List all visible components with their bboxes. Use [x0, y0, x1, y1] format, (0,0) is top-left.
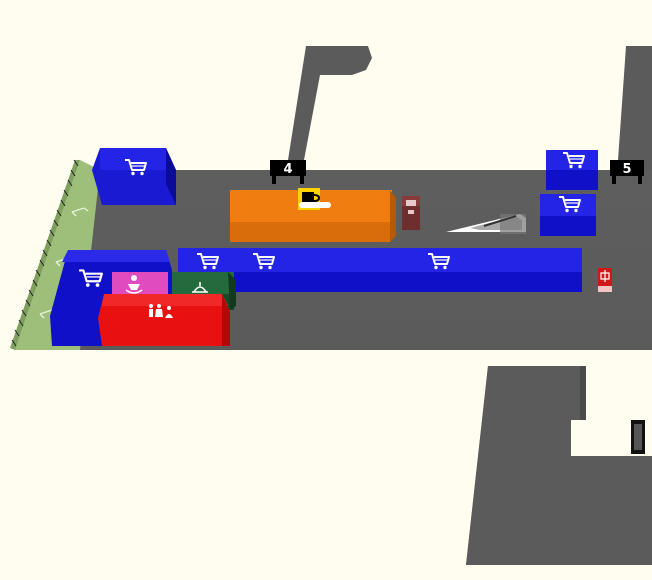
info-kiosk[interactable] — [402, 196, 420, 230]
toilets-icon — [149, 304, 173, 318]
gift-kiosk[interactable] — [598, 268, 612, 292]
cafe[interactable] — [230, 188, 396, 242]
shop-7[interactable] — [292, 248, 582, 292]
shop-1[interactable] — [92, 148, 176, 205]
escalator-icon — [483, 215, 517, 227]
toilets[interactable] — [98, 294, 230, 346]
gate-4-label: 4 — [283, 162, 292, 177]
prayer-icon — [192, 282, 208, 293]
shop-6[interactable] — [236, 248, 292, 292]
kiosk-icon — [406, 200, 416, 214]
baby-changing-icon — [125, 275, 143, 294]
pier-door — [631, 420, 645, 454]
shop-3[interactable] — [540, 194, 596, 236]
gate-5[interactable]: 5 — [610, 160, 644, 184]
shop-2[interactable] — [546, 150, 598, 190]
escalator[interactable] — [446, 214, 526, 234]
gate-4[interactable]: 4 — [270, 160, 306, 184]
gift-icon — [600, 270, 610, 282]
gate-5-label: 5 — [622, 162, 631, 177]
coffee-cup-icon — [298, 188, 331, 210]
